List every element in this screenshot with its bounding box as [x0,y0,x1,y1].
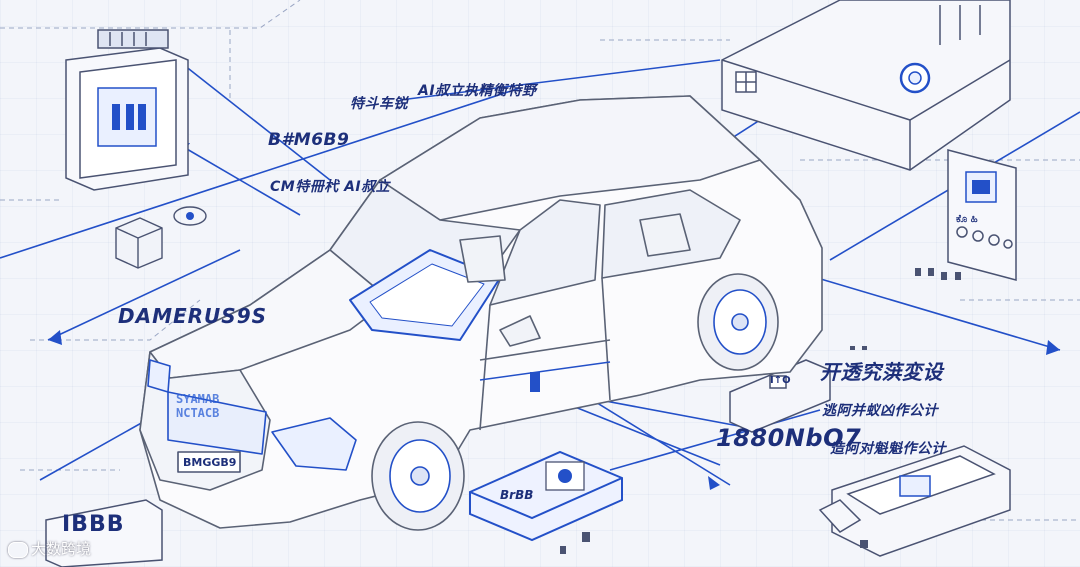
grill-text-line-2: NCTACB [176,406,219,420]
left-monitor-device [66,30,188,190]
watermark-text: 大数跨境 [31,540,91,558]
grill-text: SYAMAB NCTACB [176,392,219,420]
car-headlight-left [148,360,170,392]
module-tag-text: I↑O [770,375,791,386]
card-label: IBBB [62,512,125,537]
label-cn-right-small-2: 造阿对魁魁作公计 [830,438,946,458]
label-b-model: B#M6B9 [268,130,349,150]
label-b-model-suffix: 特斗车锐 [350,93,408,113]
watermark-logo-icon [8,542,28,558]
label-cm-line: CM特冊杙 AI叔立 [270,176,390,196]
watermark: 大数跨境 [8,538,91,559]
eye-icon [174,207,206,225]
chip-label: BrBB [500,488,533,502]
label-cn-right-small-1: 逃阿并蚁凶作公计 [822,400,938,420]
grill-text-line-1: SYAMAB [176,392,219,406]
plate-text: BMGGB9 [183,456,236,469]
label-damerus: DAMERUS9S [118,304,267,328]
label-cn-right-big: 开透究葓変设 [820,356,943,385]
label-top-cn: AI叔立执精衡特野 [418,80,537,100]
bottom-chip-device [470,452,622,540]
rack-device [722,0,1010,170]
panel-small-text: ಕೊ ಹಿ [956,214,978,225]
bottom-right-device [820,446,1010,556]
small-cube-device [116,218,162,268]
